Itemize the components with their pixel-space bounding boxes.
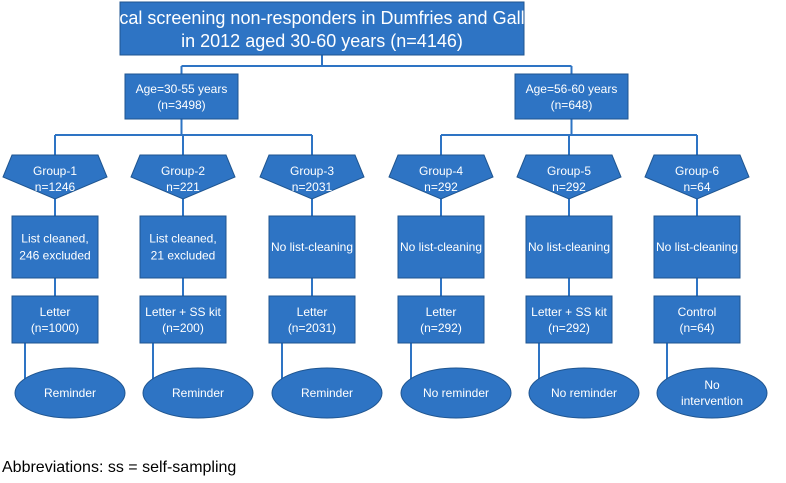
group-2-cleaning-box	[139, 215, 227, 279]
age-box-30-55-line-1: Age=30-55 years	[136, 82, 228, 96]
abbreviations-note: Abbreviations: ss = self-sampling	[2, 459, 237, 476]
group-4-intervention-line-1: Letter	[426, 305, 457, 319]
group-1-intervention-line-1: Letter	[40, 305, 71, 319]
group-5-intervention-line-1: Letter + SS kit	[531, 305, 607, 319]
title-line-1: Cervical screening non-responders in Dum…	[77, 8, 566, 28]
group-3-followup-line-1: Reminder	[301, 386, 353, 400]
group-3-name: Group-3	[290, 164, 334, 178]
group-2-intervention-line-1: Letter + SS kit	[145, 305, 221, 319]
group-4-name: Group-4	[419, 164, 463, 178]
group-5-header-shape	[516, 154, 622, 200]
group-6-cleaning-line-1: No list-cleaning	[656, 240, 738, 254]
group-6-intervention-box	[653, 295, 741, 344]
group-3-cleaning-line-1: No list-cleaning	[271, 240, 353, 254]
group-5-intervention-box	[525, 295, 613, 344]
group-2-name: Group-2	[161, 164, 205, 178]
group-6-followup-line-1: No	[704, 378, 720, 392]
group-3-intervention-box	[268, 295, 356, 344]
group-2-followup-ellipse	[142, 367, 254, 419]
group-1-header-shape	[2, 154, 108, 200]
group-5-count: n=292	[552, 180, 586, 194]
group-6-name: Group-6	[675, 164, 719, 178]
group-1-name: Group-1	[33, 164, 77, 178]
group-1-cleaning-line-1: List cleaned,	[21, 232, 88, 246]
group-5-cleaning-line-1: No list-cleaning	[528, 240, 610, 254]
group-6-cleaning-box	[653, 215, 741, 279]
group-5-intervention-line-2: (n=292)	[548, 321, 590, 335]
group-2-intervention-box	[139, 295, 227, 344]
group-2-header-shape	[130, 154, 236, 200]
age-box-30-55	[124, 73, 239, 120]
group-2-intervention-line-2: (n=200)	[162, 321, 204, 335]
group-1-intervention-box	[11, 295, 99, 344]
group-6-intervention-line-2: (n=64)	[679, 321, 714, 335]
title-line-2: in 2012 aged 30-60 years (n=4146)	[181, 31, 463, 51]
group-4-cleaning-box	[397, 215, 485, 279]
group-2-count: n=221	[166, 180, 200, 194]
group-4-cleaning-line-1: No list-cleaning	[400, 240, 482, 254]
group-4-intervention-box	[397, 295, 485, 344]
group-4-intervention-line-2: (n=292)	[420, 321, 462, 335]
group-5-name: Group-5	[547, 164, 591, 178]
group-1-followup-line-1: Reminder	[44, 386, 96, 400]
group-3-intervention-line-1: Letter	[297, 305, 328, 319]
age-box-30-55-line-2: (n=3498)	[157, 98, 205, 112]
group-4-followup-ellipse	[400, 367, 512, 419]
group-6-header-shape	[644, 154, 750, 200]
group-1-intervention-line-2: (n=1000)	[31, 321, 79, 335]
group-4-followup-line-1: No reminder	[423, 386, 489, 400]
group-5-cleaning-box	[525, 215, 613, 279]
age-box-56-60	[514, 73, 629, 120]
age-box-56-60-line-1: Age=56-60 years	[526, 82, 618, 96]
group-6-intervention-line-1: Control	[678, 305, 717, 319]
group-3-followup-ellipse	[271, 367, 383, 419]
group-4-header-shape	[388, 154, 494, 200]
title-box	[119, 1, 525, 56]
group-5-followup-ellipse	[528, 367, 640, 419]
group-1-count: n=1246	[35, 180, 76, 194]
group-3-header-shape	[259, 154, 365, 200]
group-3-cleaning-box	[268, 215, 356, 279]
age-box-56-60-line-2: (n=648)	[551, 98, 593, 112]
group-6-count: n=64	[683, 180, 710, 194]
group-1-cleaning-box	[11, 215, 99, 279]
group-2-followup-line-1: Reminder	[172, 386, 224, 400]
group-2-cleaning-line-1: List cleaned,	[149, 232, 216, 246]
group-5-followup-line-1: No reminder	[551, 386, 617, 400]
group-6-followup-line-2: intervention	[681, 394, 743, 408]
group-2-cleaning-line-2: 21 excluded	[151, 249, 216, 263]
group-6-followup-ellipse	[656, 367, 768, 419]
flowchart-diagram: Cervical screening non-responders in Dum…	[2, 1, 768, 419]
group-3-intervention-line-2: (n=2031)	[288, 321, 336, 335]
group-3-count: n=2031	[292, 180, 333, 194]
group-4-count: n=292	[424, 180, 458, 194]
group-1-cleaning-line-2: 246 excluded	[19, 249, 90, 263]
group-1-followup-ellipse	[14, 367, 126, 419]
